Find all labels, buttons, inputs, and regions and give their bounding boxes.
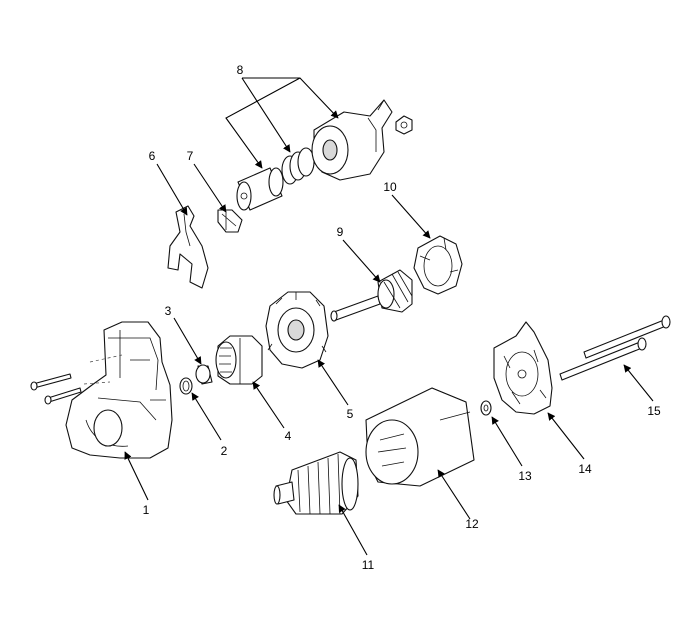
planetary-gear-housing-part-5 (265, 291, 329, 369)
callout-5: 5 (347, 407, 354, 421)
through-bolt-lower (559, 337, 647, 381)
stop-ring-part-3 (195, 364, 213, 385)
solenoid-body (311, 99, 393, 181)
gear-plate-part-10 (413, 235, 463, 295)
solenoid-spring (281, 147, 315, 185)
callout-6: 6 (149, 149, 156, 163)
callout-11: 11 (362, 558, 375, 572)
lever-spring-part-7 (217, 209, 243, 233)
rear-bracket-part-14 (493, 321, 553, 415)
drive-shaft-part-9 (330, 269, 413, 322)
housing-bolt-upper (30, 373, 72, 391)
callout-labels: 1 2 3 4 5 6 7 8 9 10 11 12 13 14 15 (143, 63, 661, 572)
solenoid-plunger (236, 167, 284, 211)
callout-12: 12 (465, 517, 479, 531)
callout-3: 3 (165, 304, 172, 318)
yoke-part-12 (365, 387, 475, 487)
solenoid-nut (395, 115, 413, 135)
callout-8: 8 (237, 63, 244, 77)
callout-13: 13 (518, 469, 532, 483)
through-bolt-upper (583, 315, 671, 359)
callout-15: 15 (647, 404, 661, 418)
shift-lever-part-6 (167, 205, 209, 289)
callout-1: 1 (143, 503, 150, 517)
housing-bolt-lower (44, 387, 82, 405)
callout-2: 2 (221, 444, 228, 458)
ring-part-2 (179, 377, 193, 395)
callout-10: 10 (383, 180, 397, 194)
callout-14: 14 (578, 462, 592, 476)
front-housing-part (65, 321, 173, 459)
armature-part-11 (273, 451, 359, 515)
callout-4: 4 (285, 429, 292, 443)
callout-9: 9 (337, 225, 344, 239)
callout-7: 7 (187, 149, 194, 163)
washer-part-13 (480, 400, 492, 416)
leader-lines (124, 77, 654, 556)
pinion-gear-part-4 (215, 335, 263, 385)
